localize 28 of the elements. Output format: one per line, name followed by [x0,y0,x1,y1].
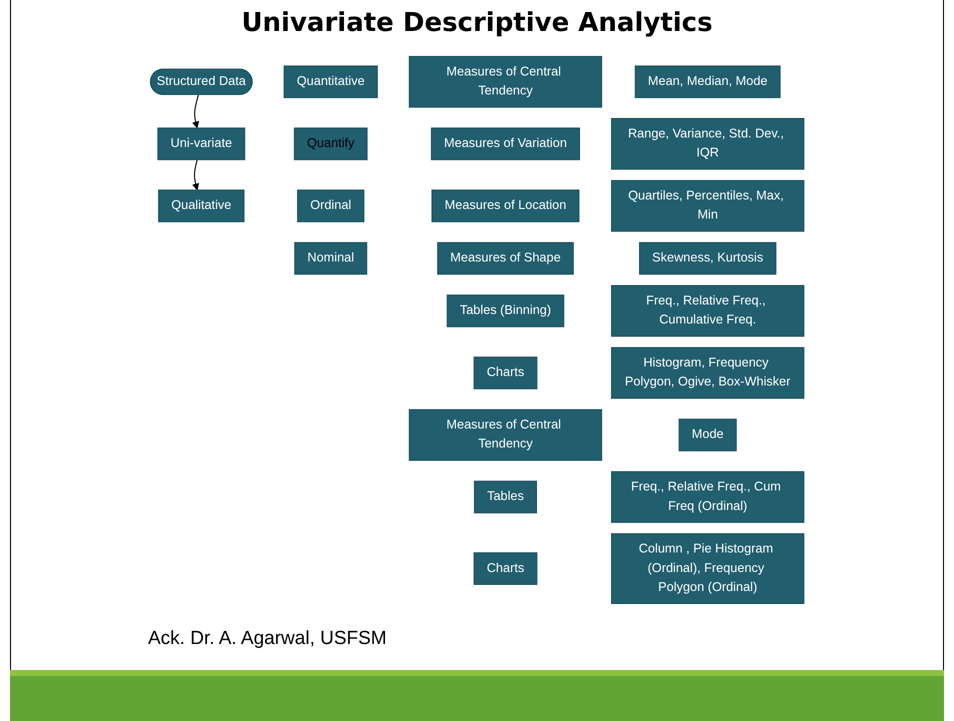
node-box: Qualitative [158,190,244,222]
node-box: Tables [474,480,537,514]
node-box: Ordinal [296,190,364,222]
node-box: Mean, Median, Mode [634,66,780,98]
node-box: Histogram, Frequency Polygon, Ogive, Box-Whisker [610,347,804,399]
node-box: Range, Variance, Std. Dev., IQR [610,118,804,170]
node-box: Quantitative [283,66,378,98]
node-box: Column , Pie Histogram (Ordinal), Frequency Polygon (Ordinal) [610,533,804,604]
title: Univariate Descriptive Analytics [240,8,714,38]
arrow [192,160,199,190]
node-box: Uni-variate [157,128,246,160]
node-box: Charts [473,552,538,585]
node-box: Measures of Variation [430,128,580,160]
node-box: Freq., Relative Freq., Cumulative Freq. [610,285,804,337]
node-box: Measures of Shape [437,242,574,275]
node-box: Tables (Binning) [446,294,564,328]
node-box: Measures of Central Tendency [408,56,602,108]
node-box: Mode [678,418,737,452]
node-box: Nominal [294,242,368,275]
node-box: Measures of Central Tendency [408,409,602,461]
acknowledgement-note: Ack. Dr. A. Agarwal, USFSM [148,628,387,650]
node-box: Quantify [294,128,368,160]
arrow [192,94,199,128]
node-box: Charts [473,356,538,390]
node-box: Quartiles, Percentiles, Max, Min [610,180,804,232]
node-box: Skewness, Kurtosis [638,242,776,275]
node-box: Freq., Relative Freq., Cum Freq (Ordinal) [610,471,804,523]
node-box: Measures of Location [431,190,580,222]
